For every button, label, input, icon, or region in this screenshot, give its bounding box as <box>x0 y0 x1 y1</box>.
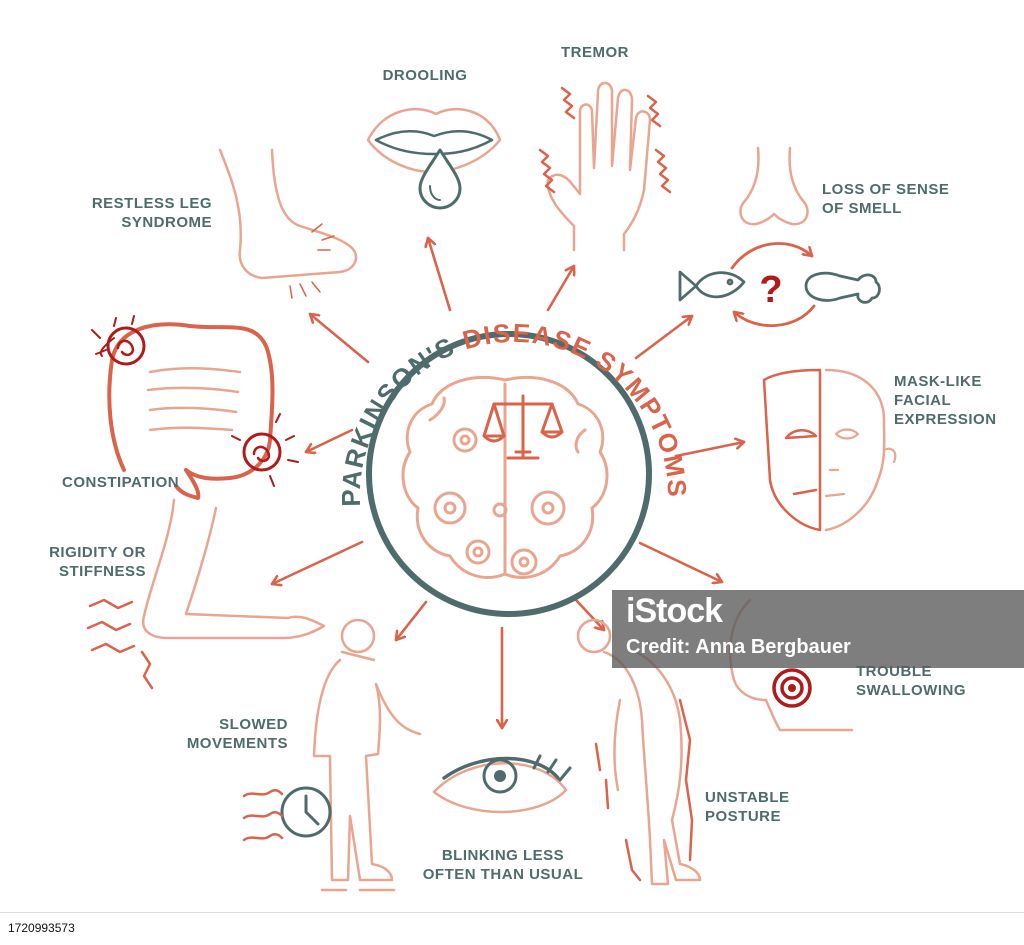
label-loss-of-smell: LOSS OF SENSE OF SMELL <box>822 181 950 217</box>
label-mask-like: MASK-LIKE FACIAL EXPRESSION <box>894 373 997 428</box>
slow-walker-icon <box>312 618 422 892</box>
arrow-swallowing <box>638 541 724 582</box>
scales-icon <box>482 394 564 460</box>
gear-icon <box>530 490 566 526</box>
chicken-leg-icon <box>804 271 881 304</box>
arrows <box>270 236 746 730</box>
pain-spot-icon <box>242 432 282 472</box>
brain-icon <box>401 376 609 579</box>
clock-icon <box>280 786 332 838</box>
restless-leg-icon <box>218 148 358 299</box>
smell-cycle-icon <box>730 242 816 327</box>
gear-icon <box>433 491 467 525</box>
drop-icon <box>418 148 462 210</box>
watermark-logo: iStock <box>626 592 723 630</box>
arrow-unstable <box>574 598 606 632</box>
arrow-rigidity <box>270 540 364 584</box>
rigid-arm-icon <box>86 498 326 690</box>
watermark-banner: iStock Credit: Anna Bergbauer <box>612 590 1024 668</box>
gear-icon <box>510 548 538 576</box>
tremor-hand-icon <box>538 81 672 252</box>
watermark-credit: Credit: Anna Bergbauer <box>626 636 851 658</box>
arrow-drooling <box>428 236 452 312</box>
motion-lines <box>242 789 284 842</box>
nose-icon <box>739 146 809 226</box>
question-mark: ? <box>759 269 782 311</box>
label-unstable-posture: UNSTABLE POSTURE <box>705 789 790 825</box>
arrow-smell <box>634 314 694 360</box>
arrow-mask <box>674 442 746 458</box>
label-restless-leg: RESTLESS LEG SYNDROME <box>91 195 212 231</box>
label-rigidity: RIGIDITY OR STIFFNESS <box>49 544 146 580</box>
gear-icon <box>452 427 478 453</box>
posture-lines <box>594 698 694 882</box>
pain-spot-icon <box>106 326 146 366</box>
label-drooling: DROOLING <box>382 67 468 84</box>
label-slowed-movements: SLOWED MOVEMENTS <box>186 716 288 752</box>
mask-face-icon <box>762 368 897 532</box>
fish-icon <box>678 270 746 302</box>
label-blinking: BLINKING LESS OFTEN THAN USUAL <box>422 847 584 883</box>
eye-icon <box>432 754 572 814</box>
label-constipation: CONSTIPATION <box>62 474 180 491</box>
intestines-icon <box>91 315 299 500</box>
footer-strip: iStock 1720993573 <box>0 912 1024 945</box>
target-icon <box>772 668 812 708</box>
label-tremor: TREMOR <box>561 44 629 61</box>
arrow-tremor <box>546 264 574 312</box>
footer-image-id: 1720993573 <box>8 921 75 935</box>
stooped-person-icon <box>576 618 702 886</box>
mouth-drool-icon <box>366 107 502 210</box>
gear-icon <box>465 539 491 565</box>
arrow-restless-leg <box>308 312 370 364</box>
arrow-slowed <box>394 600 428 642</box>
arrow-constipation <box>304 428 354 452</box>
